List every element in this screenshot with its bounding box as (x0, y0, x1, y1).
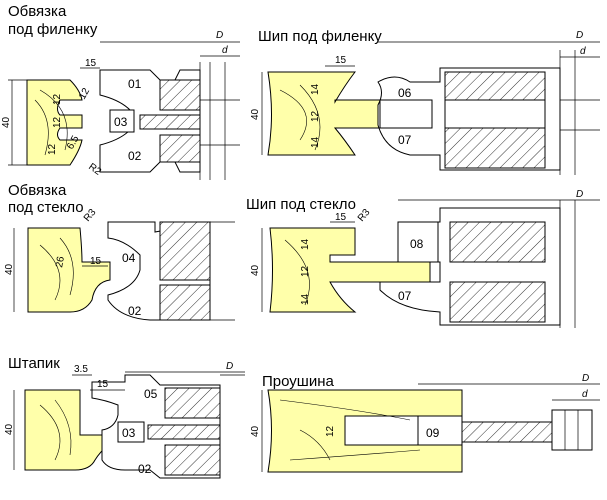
cutter-label-01: 01 (128, 77, 142, 91)
cutter-hub (551, 409, 593, 451)
panel-title-line1: Обвязка (8, 3, 67, 20)
dim-15: 15 (85, 58, 97, 69)
cutter-06-07-split (379, 99, 433, 129)
hatch-region (461, 421, 553, 443)
dim-D: D (582, 373, 589, 384)
cutter-08-box (397, 221, 439, 263)
panel-ship-filenka: Шип под филенку 06 07 40 15 D d 14 12 14 (250, 28, 600, 175)
dim-12-b: 12 (52, 116, 63, 128)
hatch-region (159, 79, 201, 111)
dim-14-b: 14 (310, 136, 321, 148)
workpiece (267, 71, 431, 156)
cutter-label-04: 04 (122, 251, 136, 265)
dim-40: 40 (250, 264, 261, 276)
hatch-region (449, 221, 546, 263)
cutter-09-box (417, 415, 463, 446)
panel-title: Шип под стекло (246, 196, 356, 213)
panel-title-line2: под стекло (8, 199, 84, 216)
cutter-03-box (109, 109, 135, 133)
cutter-label-03: 03 (114, 115, 128, 129)
workpiece (27, 227, 111, 313)
dim-14-a: 14 (300, 238, 311, 250)
cutter-label-02: 02 (128, 149, 142, 163)
dim-12: 12 (300, 265, 311, 277)
cutter-label-08: 08 (410, 237, 424, 251)
panel-obvyazka-steklo: Обвязка под стекло 04 02 40 15 R3 26 (4, 182, 235, 321)
panel-title: Проушина (262, 373, 334, 390)
dim-d: d (580, 46, 586, 57)
hatch-region (164, 387, 221, 419)
hatch-gap (444, 99, 546, 129)
panel-title-line1: Обвязка (8, 182, 67, 199)
hatch-region (147, 424, 221, 440)
dim-14-a: 14 (310, 83, 321, 95)
dim-d: d (582, 389, 588, 400)
cutter-label-02: 02 (138, 462, 152, 476)
workpiece (26, 79, 83, 166)
panel-shtapik: Штапик 05 03 02 40 3.5 15 D (4, 355, 245, 479)
dim-15: 15 (335, 212, 347, 223)
dim-12: 12 (310, 110, 321, 122)
workpiece (24, 389, 109, 471)
panel-obvyazka-filenka: Обвязка под филенку 01 03 02 40 15 D d 1… (1, 3, 240, 180)
dim-12: 12 (325, 425, 336, 437)
cutter-03-box (117, 421, 145, 443)
cutter-label-03: 03 (122, 426, 136, 440)
panel-ship-steklo: Шип под стекло 08 07 40 15 R3 D 14 12 14 (246, 189, 600, 328)
dim-12-c: 12 (47, 143, 58, 155)
dim-D: D (216, 30, 223, 41)
cutter-label-07: 07 (398, 289, 412, 303)
hatch-region (159, 221, 211, 281)
dim-40: 40 (4, 263, 15, 275)
dim-3-5: 3.5 (74, 364, 88, 375)
dim-D: D (226, 361, 233, 372)
hatch-region (449, 281, 546, 323)
dim-15: 15 (335, 55, 347, 66)
panel-proushina: Проушина 09 40 12 D d (250, 373, 600, 473)
hatch-region (159, 284, 211, 321)
dim-26: 26 (54, 255, 67, 268)
dim-12-a: 12 (52, 93, 63, 105)
dim-40: 40 (4, 423, 15, 435)
dim-12-d: 12 (77, 86, 92, 102)
panel-title: Шип под филенку (258, 28, 382, 45)
dim-40: 40 (1, 116, 12, 128)
dim-d: d (222, 45, 228, 56)
dim-R3: R3 (356, 207, 373, 224)
dim-40: 40 (250, 108, 261, 120)
panel-title: Штапик (8, 355, 60, 372)
cutter-label-05: 05 (144, 387, 158, 401)
dim-R3: R3 (82, 207, 99, 224)
hatch-region (139, 114, 201, 130)
hatch-region (159, 134, 201, 163)
hatch-region (444, 71, 546, 101)
dim-15: 15 (90, 256, 102, 267)
cutter-label-06: 06 (398, 86, 412, 100)
dim-D: D (576, 189, 583, 200)
dim-D: D (576, 30, 583, 41)
dim-14-b: 14 (300, 293, 311, 305)
dim-15: 15 (97, 379, 109, 390)
hatch-region (164, 444, 221, 476)
panel-title-line2: под филенку (8, 21, 98, 38)
cutter-label-09: 09 (426, 426, 440, 440)
dim-40: 40 (250, 425, 261, 437)
cutter-label-07: 07 (398, 133, 412, 147)
workpiece (267, 389, 463, 473)
cutter-label-02: 02 (128, 304, 142, 318)
hatch-region (444, 127, 546, 169)
